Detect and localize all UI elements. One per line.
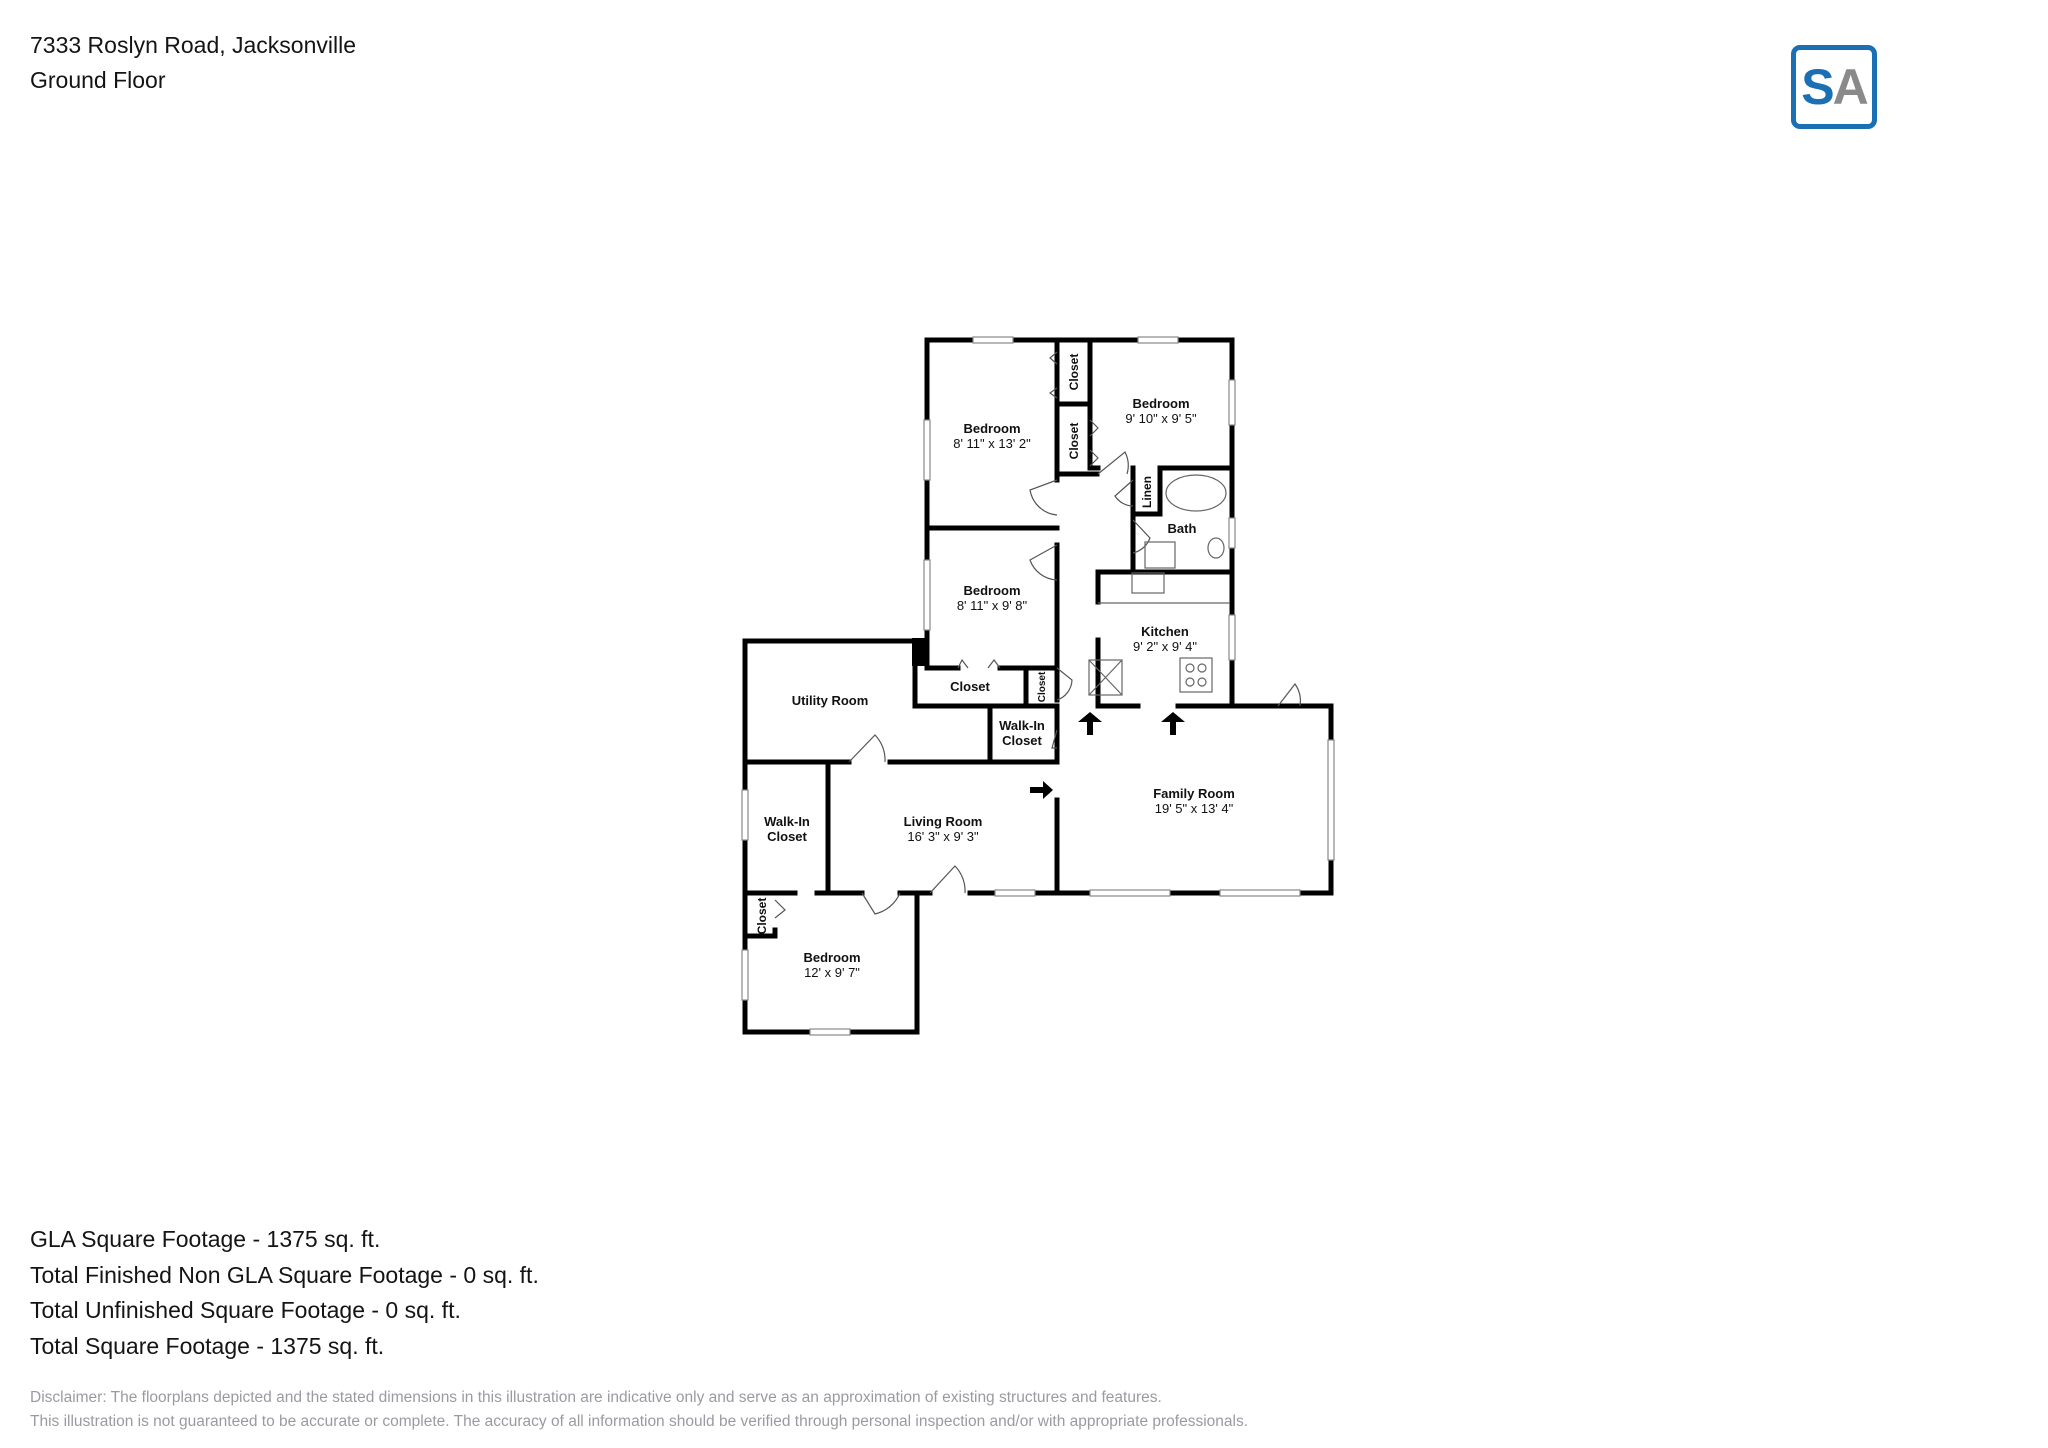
- room-label: Closet: [1067, 423, 1081, 460]
- room-label: Living Room: [904, 814, 983, 829]
- bathtub: [1165, 474, 1227, 512]
- room-label: Utility Room: [792, 693, 869, 708]
- unfinished-footage: Total Unfinished Square Footage - 0 sq. …: [30, 1297, 461, 1323]
- entry-arrow-icon: [1161, 712, 1185, 735]
- room-label: Kitchen: [1141, 624, 1189, 639]
- room-dims: 19' 5" x 13' 4": [1155, 801, 1234, 816]
- finished-non-gla-footage: Total Finished Non GLA Square Footage - …: [30, 1261, 539, 1288]
- room-dims: 9' 10" x 9' 5": [1125, 411, 1197, 426]
- fixtures: [1088, 474, 1230, 696]
- bath-sink: [1144, 541, 1176, 569]
- room-label: Walk-In: [999, 718, 1045, 733]
- doors: [774, 351, 1301, 919]
- logo-letter-s: S: [1801, 59, 1834, 115]
- logo-letter-a: A: [1832, 59, 1869, 115]
- room-label: Closet: [1067, 354, 1081, 391]
- room-dims: 12' x 9' 7": [804, 965, 860, 980]
- square-footage-summary: GLA Square Footage - 1375 sq. ft. Total …: [30, 1222, 539, 1364]
- entry-arrows: [1030, 712, 1185, 799]
- room-label: Bedroom: [1132, 396, 1189, 411]
- disclaimer-line-2: This illustration is not guaranteed to b…: [30, 1413, 1249, 1430]
- disclaimer: Disclaimer: The floorplans depicted and …: [30, 1386, 1248, 1434]
- room-label: Linen: [1140, 476, 1154, 508]
- kitchen-sink: [1131, 572, 1165, 594]
- room-label: Closet: [1037, 671, 1048, 702]
- property-address: 7333 Roslyn Road, Jacksonville: [30, 32, 357, 58]
- total-footage: Total Square Footage - 1375 sq. ft.: [30, 1332, 385, 1359]
- refrigerator: [1088, 659, 1123, 696]
- wall-pillar: [912, 638, 926, 666]
- toilet: [1207, 537, 1225, 559]
- floor-label: Ground Floor: [30, 67, 166, 93]
- room-dims: 16' 3" x 9' 3": [907, 829, 979, 844]
- room-label: Closet: [1002, 733, 1042, 748]
- windows: [741, 336, 1335, 1036]
- stove: [1179, 657, 1213, 693]
- room-dims: 8' 11" x 13' 2": [953, 436, 1031, 451]
- room-dims: 8' 11" x 9' 8": [957, 598, 1028, 613]
- entry-arrow-icon: [1078, 712, 1102, 735]
- room-label: Closet: [950, 679, 990, 694]
- room-label: Family Room: [1153, 786, 1235, 801]
- walls: [742, 337, 1334, 1035]
- room-dims: 9' 2" x 9' 4": [1133, 639, 1197, 654]
- room-label: Closet: [755, 898, 769, 935]
- room-label: Closet: [767, 829, 807, 844]
- room-label: Bedroom: [803, 950, 860, 965]
- room-label: Bedroom: [963, 583, 1020, 598]
- room-label: Bedroom: [963, 421, 1020, 436]
- disclaimer-line-1: Disclaimer: The floorplans depicted and …: [30, 1389, 1162, 1406]
- room-label: Bath: [1168, 521, 1197, 536]
- room-label: Walk-In: [764, 814, 810, 829]
- entry-arrow-icon: [1030, 781, 1053, 799]
- gla-footage: GLA Square Footage - 1375 sq. ft.: [30, 1226, 381, 1252]
